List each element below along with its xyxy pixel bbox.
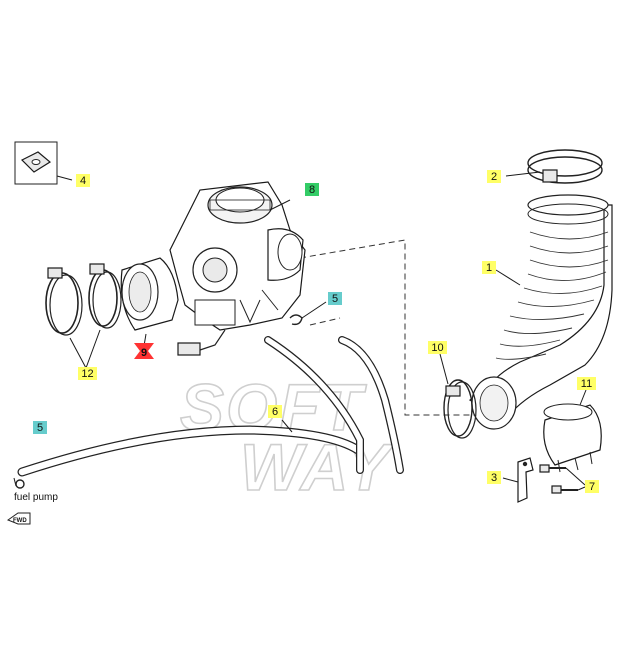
callout-6[interactable]: 6 <box>268 405 282 418</box>
callout-3-highlight <box>487 471 501 484</box>
callout-5-lower-label: 5 <box>37 422 43 434</box>
callout-7-label: 7 <box>589 481 595 493</box>
callout-9-highlight <box>134 343 154 359</box>
part-10-clamp <box>439 353 477 439</box>
fuel-pump-label: fuel pump <box>14 492 58 503</box>
callout-8-label: 8 <box>309 184 315 196</box>
callout-11-label: 11 <box>581 378 592 390</box>
callout-5-lower[interactable]: 5 <box>33 421 47 434</box>
part-4-gasket <box>14 141 73 185</box>
part-11-cylinder <box>543 389 602 473</box>
callout-9[interactable]: 9 <box>134 343 154 359</box>
callout-1-label: 1 <box>486 262 492 274</box>
part-5-clip-upper <box>289 301 327 326</box>
part-6-hoses <box>17 336 404 477</box>
part-12-clamps <box>45 263 122 369</box>
callout-10-label: 10 <box>431 342 443 354</box>
part-5-clip-lower <box>13 477 25 489</box>
callout-12-label: 12 <box>81 368 93 380</box>
callout-2-label: 2 <box>491 171 497 183</box>
callout-2[interactable]: 2 <box>487 170 501 183</box>
callout-7-highlight <box>585 480 599 493</box>
callout-3[interactable]: 3 <box>487 471 501 484</box>
callout-4[interactable]: 4 <box>76 174 90 187</box>
callout-8-highlight <box>305 183 319 196</box>
callout-5-upper-highlight <box>328 292 342 305</box>
callout-2-highlight <box>487 170 501 183</box>
callout-6-highlight <box>268 405 282 418</box>
callout-12[interactable]: 12 <box>78 367 97 380</box>
callout-5-upper-label: 5 <box>332 293 338 305</box>
part-2-clamp <box>505 149 603 184</box>
callout-4-label: 4 <box>80 175 86 187</box>
fwd-mark: FWD <box>6 512 31 525</box>
callout-4-highlight <box>76 174 90 187</box>
callout-12-highlight <box>78 367 97 380</box>
callout-6-label: 6 <box>272 406 278 418</box>
callout-8[interactable]: 8 <box>305 183 319 196</box>
callout-9-label: 9 <box>141 347 147 359</box>
callout-3-label: 3 <box>491 472 497 484</box>
callout-11[interactable]: 11 <box>577 377 596 390</box>
assembly-dashed-lines <box>299 239 480 416</box>
watermark-way: WAY <box>240 430 394 504</box>
part-8-carburetor <box>169 181 306 356</box>
callout-5-lower-highlight <box>33 421 47 434</box>
callout-10-highlight <box>428 341 447 354</box>
part-7-screws <box>539 464 586 494</box>
part-1-air-duct <box>468 194 613 430</box>
callout-1[interactable]: 1 <box>482 261 496 274</box>
callout-5-upper[interactable]: 5 <box>328 292 342 305</box>
callout-7[interactable]: 7 <box>585 480 599 493</box>
callout-1-highlight <box>482 261 496 274</box>
part-3-bracket <box>502 457 534 503</box>
part-9-intake-manifold <box>120 257 179 347</box>
callout-11-highlight <box>577 377 596 390</box>
callout-10[interactable]: 10 <box>428 341 447 354</box>
fwd-label: FWD <box>13 518 27 524</box>
